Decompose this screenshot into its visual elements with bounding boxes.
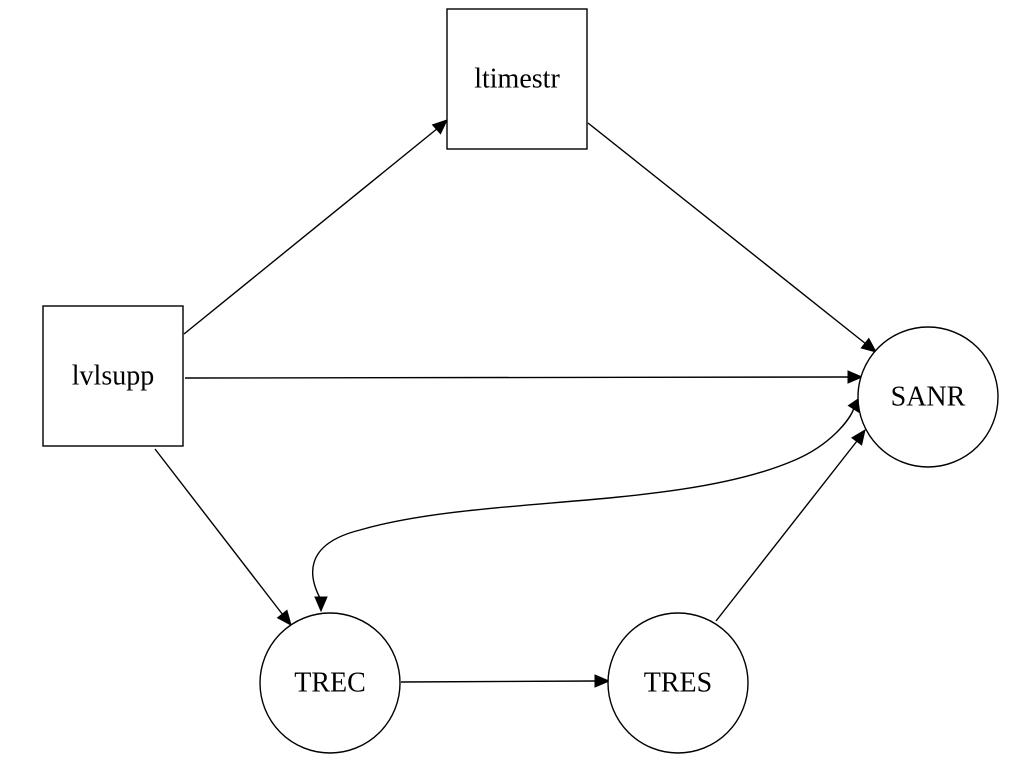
node-circle (607, 612, 749, 754)
edge-lvlsupp-to-ltimestr (183, 119, 448, 335)
edge-trec-to-sanr (312, 395, 862, 613)
edge-tres-to-sanr (715, 428, 866, 622)
arrowhead-icon (851, 428, 866, 446)
edge-lvlsupp-to-sanr (184, 370, 864, 384)
edge-line (715, 440, 858, 622)
arrowhead-icon (847, 370, 864, 384)
node-label: TRES (644, 668, 712, 699)
arrowhead-icon (431, 119, 448, 135)
edge-line (154, 448, 284, 616)
node-label: ltimestr (474, 64, 560, 95)
edge-line (400, 680, 597, 683)
node-sanr: SANR (857, 326, 999, 468)
node-circle (259, 612, 401, 754)
edge-trec-to-tres (400, 674, 611, 688)
edge-line (312, 407, 855, 601)
edge-ltimestr-to-sanr (587, 122, 877, 353)
node-box (446, 8, 588, 150)
node-box (42, 305, 184, 447)
node-lvlsupp: lvlsupp (42, 305, 184, 447)
arrowhead-icon (276, 609, 292, 626)
node-circle (857, 326, 999, 468)
node-ltimestr: ltimestr (446, 8, 588, 150)
edge-line (587, 122, 867, 345)
edges-layer (154, 119, 877, 688)
edge-line (183, 127, 439, 335)
edge-line (184, 376, 850, 379)
arrowhead-icon (860, 337, 877, 353)
node-tres: TRES (607, 612, 749, 754)
node-label: lvlsupp (72, 361, 154, 392)
arrowhead-icon (314, 596, 328, 613)
node-trec: TREC (259, 612, 401, 754)
node-label: TREC (294, 668, 366, 699)
edge-lvlsupp-to-trec (154, 448, 292, 626)
node-label: SANR (891, 382, 966, 413)
arrowhead-icon (594, 674, 611, 688)
